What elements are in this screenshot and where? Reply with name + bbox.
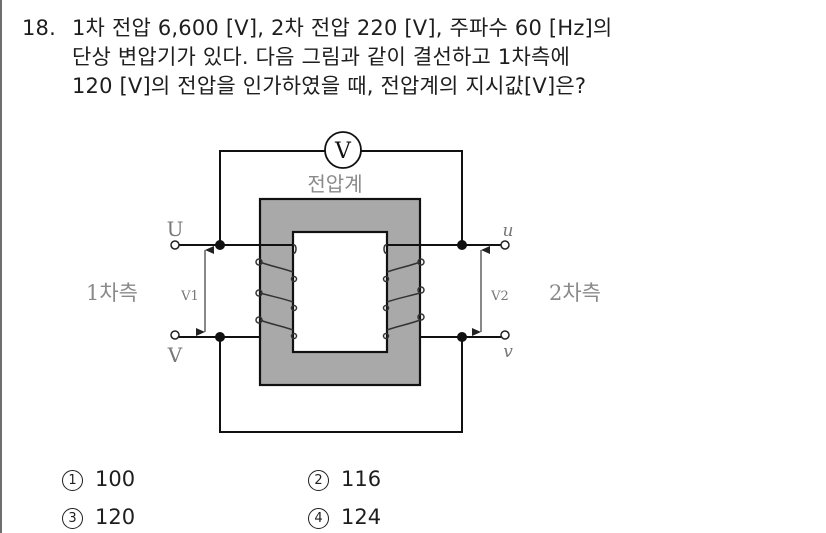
choice-4[interactable]: 4 124 bbox=[308, 504, 381, 530]
voltage-arrow-v2: V2 bbox=[472, 246, 509, 336]
voltmeter-label: 전압계 bbox=[307, 172, 362, 196]
terminal-labels: U V u v bbox=[167, 217, 514, 367]
terminal-label-u: u bbox=[503, 221, 514, 241]
terminal-label-V: V bbox=[167, 343, 183, 367]
voltmeter-wires bbox=[219, 150, 463, 433]
primary-side-label: 1차측 bbox=[86, 281, 138, 305]
choice-value: 120 bbox=[95, 505, 136, 529]
choice-1[interactable]: 1 100 bbox=[62, 466, 135, 492]
v2-label: V2 bbox=[490, 289, 509, 304]
page-left-border bbox=[0, 0, 2, 533]
secondary-coil bbox=[382, 244, 425, 340]
junction-dots bbox=[215, 240, 467, 342]
question-line-1: 18.1차 전압 6,600 [V], 2차 전압 220 [V], 주파수 6… bbox=[22, 14, 812, 43]
choice-number-2: 2 bbox=[308, 470, 329, 491]
transformer-core bbox=[258, 197, 422, 387]
voltmeter-icon: V bbox=[324, 131, 362, 169]
secondary-side-label: 2차측 bbox=[549, 281, 601, 305]
question-line-3: 120 [V]의 전압을 인가하였을 때, 전압계의 지시값[V]은? bbox=[72, 74, 587, 98]
choice-value: 124 bbox=[341, 505, 382, 529]
primary-coil bbox=[255, 244, 298, 340]
svg-text:V: V bbox=[334, 139, 352, 164]
choice-value: 100 bbox=[95, 467, 136, 491]
choice-value: 116 bbox=[341, 467, 382, 491]
v1-label: V1 bbox=[180, 289, 199, 304]
choice-number-1: 1 bbox=[62, 470, 83, 491]
question-number: 18. bbox=[22, 16, 56, 40]
question-text: 18.1차 전압 6,600 [V], 2차 전압 220 [V], 주파수 6… bbox=[22, 14, 812, 101]
choice-number-4: 4 bbox=[308, 508, 329, 529]
question-line-2: 단상 변압기가 있다. 다음 그림과 같이 결선하고 1차측에 bbox=[72, 45, 571, 69]
terminal-label-U: U bbox=[167, 217, 184, 241]
choice-number-3: 3 bbox=[62, 508, 83, 529]
voltage-arrow-v1: V1 bbox=[180, 246, 214, 336]
terminal-label-v: v bbox=[503, 342, 513, 362]
choice-2[interactable]: 2 116 bbox=[308, 466, 381, 492]
choice-3[interactable]: 3 120 bbox=[62, 504, 135, 530]
terminal-circles bbox=[170, 240, 510, 340]
